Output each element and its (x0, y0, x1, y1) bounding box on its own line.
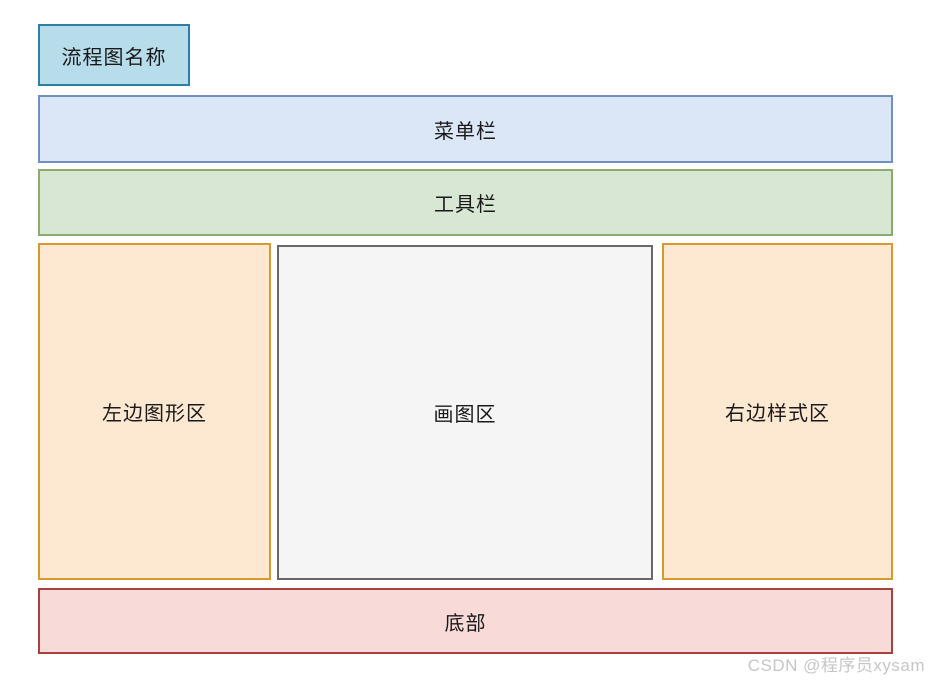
right-styles-panel-block: 右边样式区 (662, 243, 893, 580)
right-styles-panel-label: 右边样式区 (725, 403, 830, 425)
tool-bar-block: 工具栏 (38, 169, 893, 236)
drawing-canvas-block: 画图区 (277, 245, 653, 580)
flowchart-title-label: 流程图名称 (61, 46, 167, 69)
menu-bar-block: 菜单栏 (38, 95, 893, 163)
bottom-bar-block: 底部 (38, 588, 893, 654)
tool-bar-label: 工具栏 (434, 194, 497, 216)
left-shapes-panel-block: 左边图形区 (38, 243, 271, 580)
left-shapes-panel-label: 左边图形区 (102, 403, 207, 425)
menu-bar-label: 菜单栏 (434, 120, 497, 143)
bottom-bar-label: 底部 (444, 612, 487, 635)
flowchart-title-block: 流程图名称 (38, 24, 190, 86)
csdn-watermark: CSDN @程序员xysam (747, 656, 925, 675)
drawing-canvas-label: 画图区 (433, 404, 497, 426)
